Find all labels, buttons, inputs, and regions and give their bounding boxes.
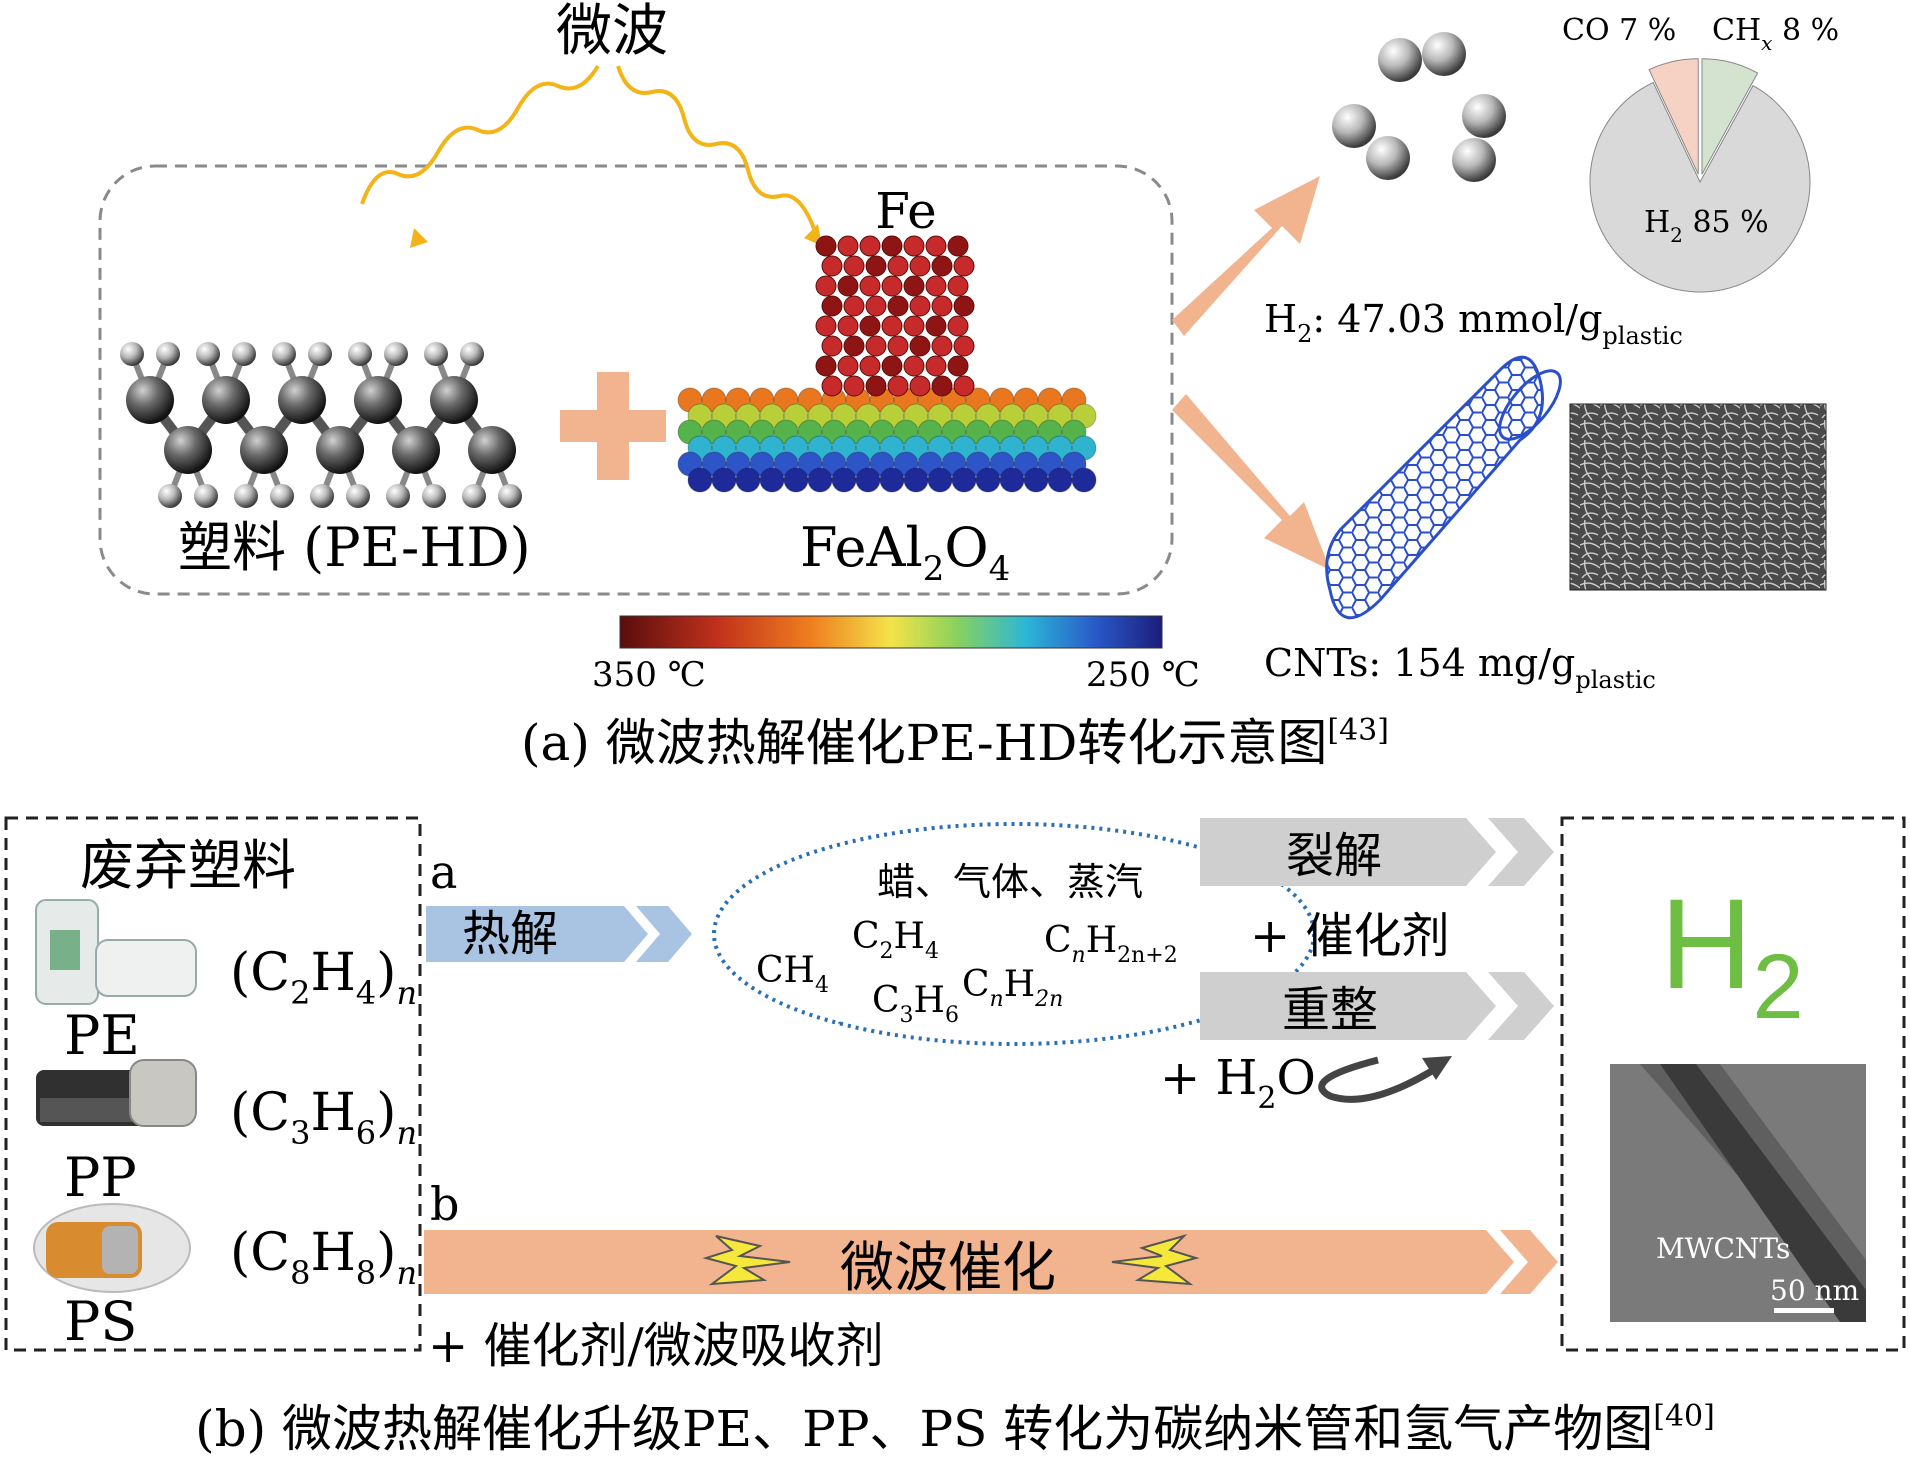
species-c2h4: C2H4 [852,916,939,964]
panel-a-caption: (a) 微波热解催化PE-HD转化示意图[43] [521,713,1389,772]
polyethylene-chain-model [120,342,522,508]
lightning-left-icon [702,1235,791,1286]
pyrolysis-products-ellipse [712,822,1316,1046]
carbon-nanotube-model [1325,355,1562,620]
route-a-label: a [430,845,457,899]
species-c3h6: C3H6 [872,980,959,1028]
pyrolysis-arrow-icon [426,906,692,962]
mwcnts-label: MWCNTs [1656,1232,1790,1265]
scale-min-label: 350 ℃ [592,655,706,695]
species-cnh2n2: CnH2n+2 [1044,920,1178,968]
hydrogen-molecules-icon [1332,32,1506,182]
gas-composition-pie-chart [1589,58,1811,293]
temperature-color-scale [619,615,1163,649]
panel-a: 微波 Fe 塑料 (PE-HD) FeAl2O4 350 ℃ 250 ℃ CO … [98,0,1839,772]
microwave-catalysis-arrow-icon [424,1230,1558,1294]
panel-b-caption: (b) 微波热解催化升级PE、PP、PS 转化为碳纳米管和氢气产物图[40] [195,1399,1715,1458]
microwave-wave-icon [360,64,820,241]
cnt-yield-label: CNTs: 154 mg/gplastic [1264,641,1656,694]
scale-max-label: 250 ℃ [1086,655,1200,695]
wave-arrowhead-left-icon [410,228,428,248]
pie-label-chx: CHx 8 % [1712,13,1839,55]
waste-plastics-title: 废弃塑料 [80,834,296,897]
plus-icon [560,372,666,480]
fe-on-feal2o4-catalyst-model [677,235,1097,493]
products-title: 蜡、气体、蒸汽 [877,860,1143,904]
lightning-right-icon [1111,1233,1200,1286]
pie-slice [1589,81,1811,293]
plastic-label: 塑料 (PE-HD) [178,516,531,579]
plastic-ps-label: PS [64,1290,137,1353]
catalyst-label: FeAl2O4 [800,516,1010,589]
plus-h2o-label: + H2O [1160,1050,1316,1116]
waste-plastics-dashed-box [4,816,422,1352]
curved-arrow-icon [1318,1056,1452,1103]
pie-label-co: CO 7 % [1562,13,1676,48]
reforming-arrow-icon [1200,972,1554,1040]
plus-absorber-label: + 催化剂/微波吸收剂 [428,1318,884,1374]
reactor-dashed-box [98,164,1174,596]
pie-label-h2: H2 85 % [1644,205,1769,247]
cracking-arrow-icon [1200,818,1554,886]
microwave-catalysis-label: 微波催化 [840,1236,1056,1299]
pie-slice [1701,58,1759,175]
arrow-to-gas-icon [1172,176,1320,336]
scalebar-icon [1774,1308,1834,1313]
formula-ps: (C8H8)n [230,1223,417,1292]
formula-pp: (C3H6)n [230,1083,417,1152]
sem-micrograph-image [1569,403,1827,591]
pie-slice [1648,58,1699,175]
products-dashed-box [1560,816,1906,1352]
plus-catalyst-label: + 催化剂 [1250,908,1449,964]
ps-foam-image [33,1203,191,1293]
arrow-to-cnt-icon [1172,394,1330,570]
fe-label: Fe [875,182,937,240]
microwave-label: 微波 [556,0,668,64]
route-b-label: b [430,1177,459,1231]
scalebar-label: 50 nm [1770,1274,1859,1307]
formula-pe: (C2H4)n [230,943,417,1012]
pe-bottle-image [35,899,197,1005]
pp-container-image [36,1059,197,1127]
plastic-pp-label: PP [64,1146,137,1209]
plastic-pe-label: PE [64,1004,140,1067]
h2-yield-label: H2: 47.03 mmol/gplastic [1264,297,1683,350]
species-cnh2n: CnH2n [962,964,1063,1012]
cracking-label: 裂解 [1286,828,1382,884]
reforming-label: 重整 [1282,982,1378,1038]
pyrolysis-label: 热解 [462,906,558,962]
panel-b: 废弃塑料 PE PP PS (C2H4)n (C3H6)n (C8H8)n a … [4,816,1906,1458]
tem-micrograph-image [1610,1064,1866,1322]
h2-product-label: H2 [1660,873,1804,1038]
species-ch4: CH4 [756,950,829,998]
